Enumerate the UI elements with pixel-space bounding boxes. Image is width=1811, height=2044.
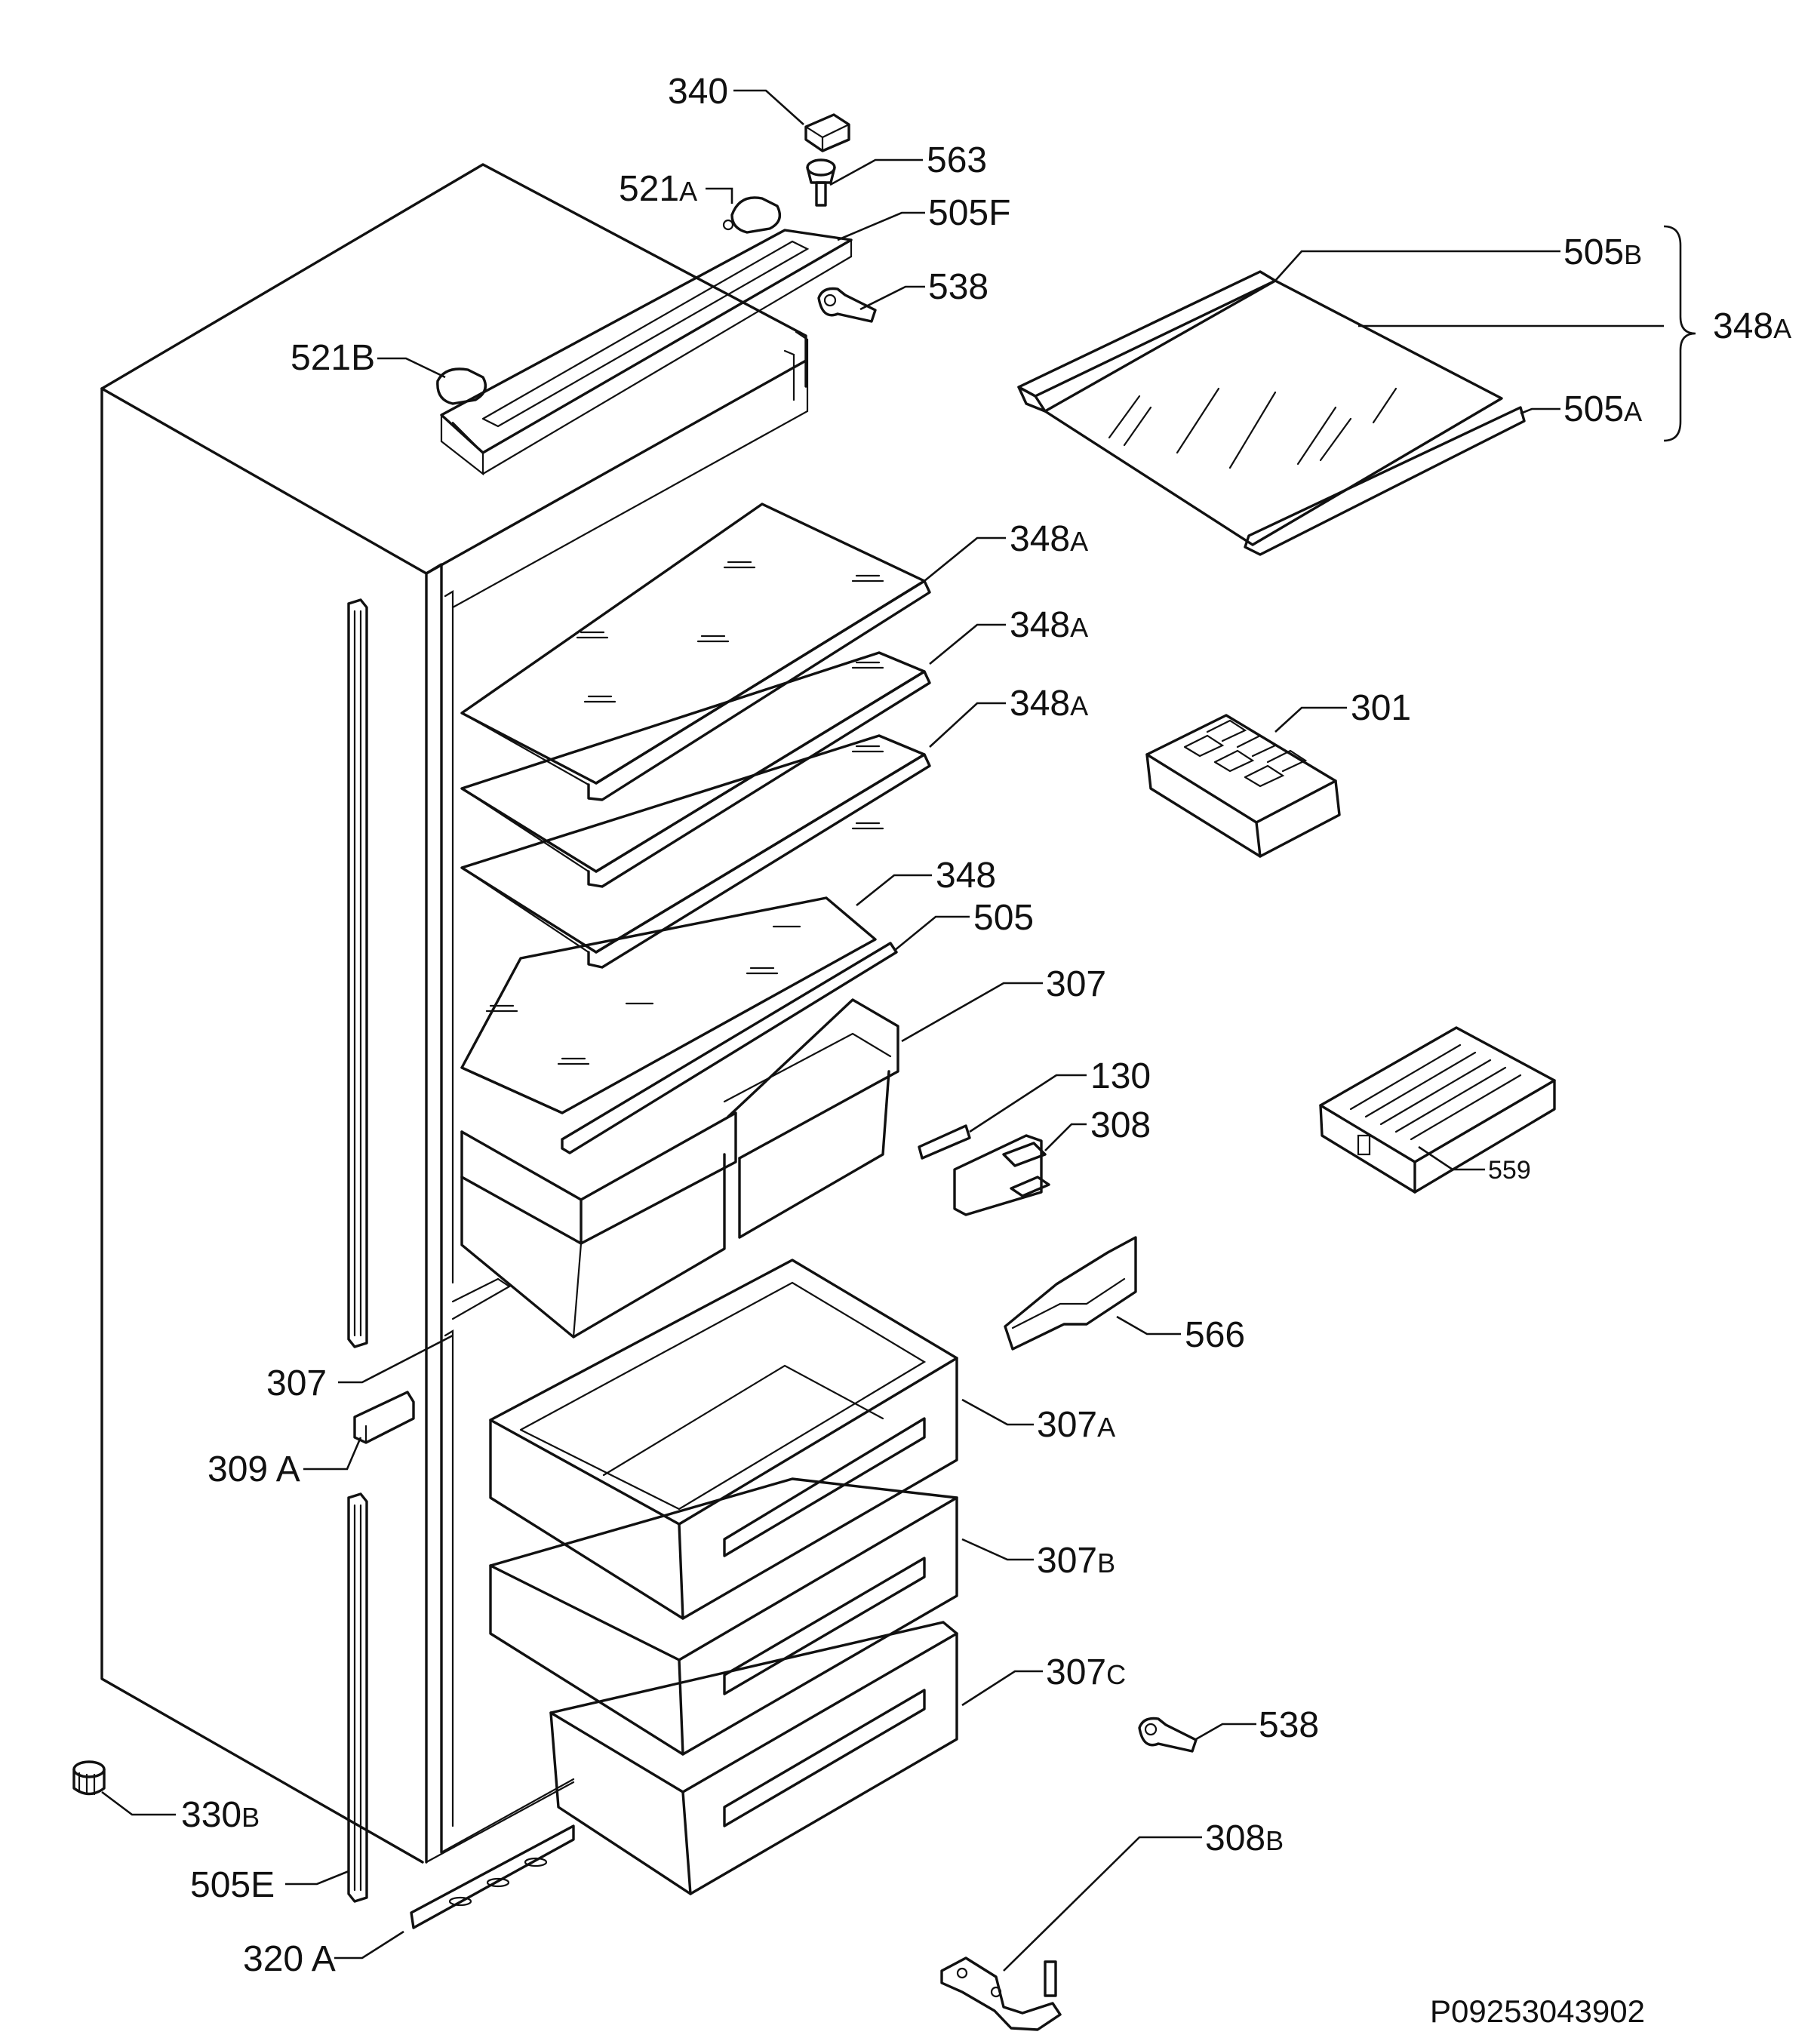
freezer-drawer-307a xyxy=(489,1259,958,1620)
callout-348a-shelf-1: 348A xyxy=(1010,519,1088,559)
glass-shelf-1 xyxy=(460,503,931,801)
ice-cube-tray xyxy=(1145,714,1341,858)
freezer-drawer-307b xyxy=(489,1477,958,1756)
callout-308: 308 xyxy=(1090,1105,1151,1145)
hinge-plate-130 xyxy=(918,1124,971,1160)
callout-566: 566 xyxy=(1185,1315,1245,1355)
bottom-hinge-308b xyxy=(940,1956,1062,2031)
callout-348a-shelf-2: 348A xyxy=(1010,605,1088,645)
callout-330b: 330B xyxy=(181,1795,260,1835)
drawer-307-right xyxy=(723,998,899,1239)
callout-309a: 309 A xyxy=(208,1449,300,1489)
callout-348a-group: 348A xyxy=(1713,306,1791,346)
callout-521b: 521B xyxy=(291,338,375,378)
drawer-307-left xyxy=(460,1111,737,1339)
callout-538-top: 538 xyxy=(928,267,989,307)
callout-307-top: 307 xyxy=(1046,964,1106,1004)
callout-348: 348 xyxy=(936,856,996,896)
callout-301: 301 xyxy=(1351,688,1411,728)
door-seal-strip xyxy=(347,598,368,1903)
freezer-drawer-307c xyxy=(549,1621,958,1895)
callout-348a-shelf-3: 348A xyxy=(1010,684,1088,724)
figure-reference-number: P09253043902 xyxy=(1430,1993,1645,2029)
door-stop-bottom xyxy=(1138,1717,1198,1753)
adjustable-foot xyxy=(72,1760,106,1796)
callout-559: 559 xyxy=(1488,1156,1531,1185)
hinge-cap-a xyxy=(722,196,781,234)
callout-563: 563 xyxy=(927,140,987,180)
callout-505: 505 xyxy=(973,898,1034,938)
door-bracket-566 xyxy=(1004,1236,1137,1351)
callout-307c: 307C xyxy=(1046,1652,1126,1692)
callout-340: 340 xyxy=(668,72,728,112)
exploded-glass-shelf xyxy=(1017,270,1526,556)
callout-labels: 340 563 521A 505F 538 521B 505B 348A 505… xyxy=(181,72,1791,1979)
hinge-cap-b xyxy=(436,367,487,405)
door-clip xyxy=(353,1391,415,1444)
glass-shelf-4 xyxy=(460,896,898,1154)
cabinet-body xyxy=(100,163,809,1864)
callout-505a: 505A xyxy=(1563,389,1642,429)
callout-307-left: 307 xyxy=(266,1363,327,1403)
callout-307b: 307B xyxy=(1037,1541,1115,1581)
callout-538-bottom: 538 xyxy=(1259,1705,1319,1745)
glass-shelf-2 xyxy=(460,651,931,888)
door-hinge-308 xyxy=(953,1134,1050,1216)
freezer-tray-559 xyxy=(1319,1026,1556,1194)
bottom-rail xyxy=(410,1824,575,1929)
top-hinge-cover xyxy=(440,229,853,476)
lamp-cover-part xyxy=(804,113,850,152)
callout-307a: 307A xyxy=(1037,1405,1115,1445)
callout-505f: 505F xyxy=(928,193,1010,233)
callout-505e: 505E xyxy=(190,1865,275,1905)
callout-521a: 521A xyxy=(619,169,697,209)
callout-130: 130 xyxy=(1090,1056,1151,1096)
callout-308b: 308B xyxy=(1205,1818,1284,1858)
leader-lines xyxy=(101,89,1696,1972)
door-stop-top xyxy=(817,287,877,323)
glass-shelf-3 xyxy=(460,734,931,969)
thermostat-knob-part xyxy=(806,158,836,207)
callout-320a: 320 A xyxy=(243,1939,336,1979)
callout-505b: 505B xyxy=(1563,232,1642,272)
